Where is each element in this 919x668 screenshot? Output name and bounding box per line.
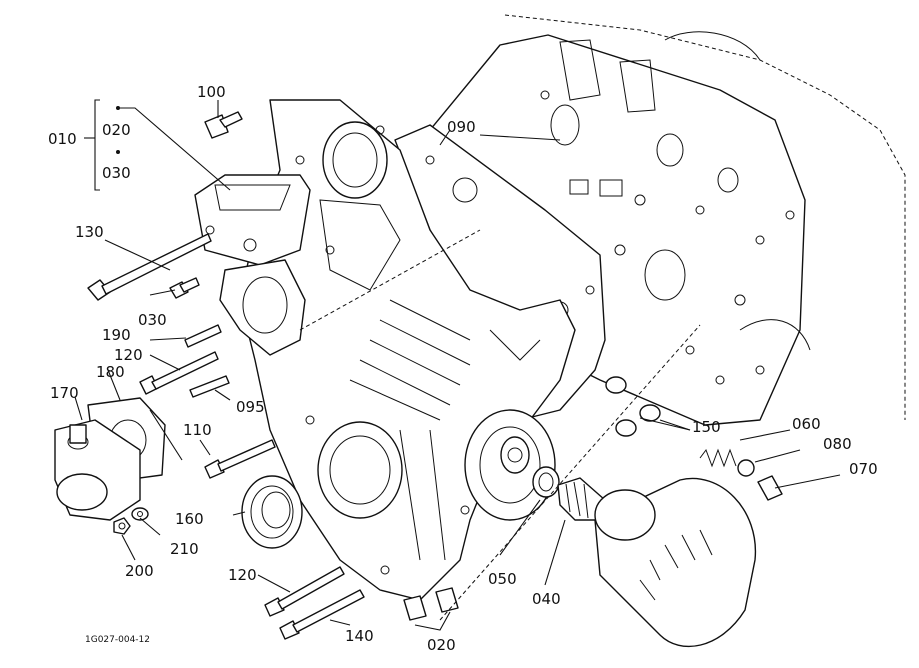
washer-210 — [131, 507, 149, 521]
oil-seal — [241, 475, 303, 549]
callout-150: 150 — [692, 418, 721, 436]
callout-200: 200 — [125, 562, 154, 580]
callout-110: 110 — [183, 421, 212, 439]
stud-095 — [189, 375, 230, 398]
callout-140: 140 — [345, 627, 374, 645]
bracket-dot-020 — [116, 106, 120, 110]
leader-lines — [74, 99, 841, 631]
oil-filter — [594, 477, 757, 648]
callout-060: 060 — [792, 415, 821, 433]
callout-040: 040 — [532, 590, 561, 608]
callout-160: 160 — [175, 510, 204, 528]
bolt-100 — [204, 111, 243, 139]
callout-070: 070 — [849, 460, 878, 478]
callout-170: 170 — [50, 384, 79, 402]
callout-180: 180 — [96, 363, 125, 381]
callout-010: 010 — [48, 130, 77, 148]
o-rings-150 — [605, 376, 661, 437]
bracket-dot-030 — [116, 150, 120, 154]
callout-020-top: 020 — [102, 121, 131, 139]
nut-200 — [113, 517, 131, 535]
plug-070 — [757, 475, 783, 501]
gasket-050 — [532, 466, 560, 498]
callout-120-lower: 120 — [228, 566, 257, 584]
gear-case — [239, 99, 576, 601]
filter-base — [464, 409, 556, 521]
thermostat-housing — [194, 174, 311, 266]
bolt-110 — [204, 439, 276, 479]
callout-090: 090 — [447, 118, 476, 136]
callout-120-upper: 120 — [114, 346, 143, 364]
plugs-020 — [403, 587, 459, 621]
engine-block — [429, 14, 906, 426]
callout-130: 130 — [75, 223, 104, 241]
callout-100: 100 — [197, 83, 226, 101]
thermostat-cover — [54, 419, 141, 521]
callout-labels: 010 020 030 100 090 130 030 190 120 180 … — [48, 83, 878, 654]
callout-050: 050 — [488, 570, 517, 588]
callout-030-top: 030 — [102, 164, 131, 182]
bolt-120-lower — [264, 566, 345, 617]
bolt-130 — [87, 233, 212, 301]
callout-190: 190 — [102, 326, 131, 344]
plug-030 — [169, 277, 200, 299]
callout-080: 080 — [823, 435, 852, 453]
bolt-140 — [279, 589, 365, 640]
stud-190 — [184, 324, 222, 348]
callout-095: 095 — [236, 398, 265, 416]
drawing-code: 1G027-004-12 — [85, 635, 150, 645]
callout-030-bolt: 030 — [138, 311, 167, 329]
ball-080 — [737, 459, 755, 477]
callout-020-bottom: 020 — [427, 636, 456, 654]
bolt-120-upper — [139, 351, 219, 395]
spring-060 — [699, 448, 737, 468]
callout-210: 210 — [170, 540, 199, 558]
pump-flange — [219, 259, 306, 356]
